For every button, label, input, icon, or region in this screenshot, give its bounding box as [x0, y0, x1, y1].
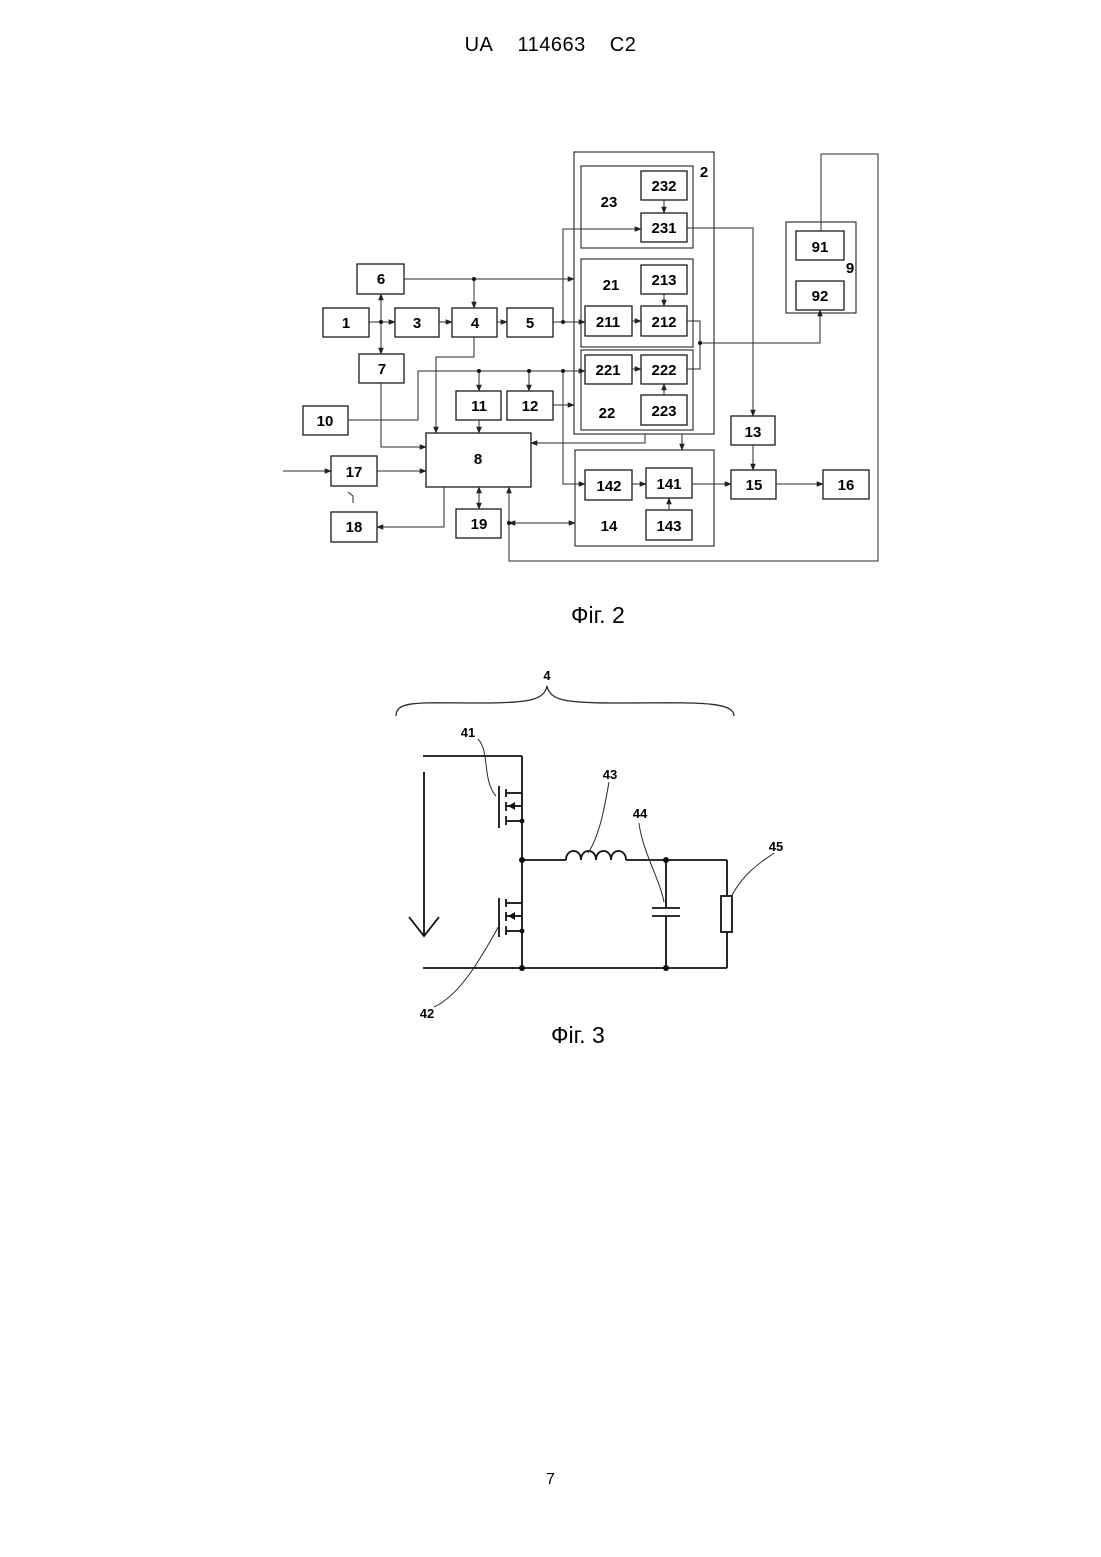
page-number: 7: [0, 1471, 1101, 1489]
resistor-45: [721, 860, 732, 968]
label-45: 45: [769, 839, 783, 854]
label-4: 4: [543, 668, 551, 683]
inductor-43: [566, 851, 626, 860]
brace-4: [396, 686, 734, 716]
label-42: 42: [420, 1006, 434, 1021]
circuit-rails: [423, 756, 727, 968]
figure-3-caption: Фіг. 3: [551, 1022, 605, 1049]
transistor-41: [499, 786, 525, 828]
label-43: 43: [603, 767, 617, 782]
label-44: 44: [633, 806, 648, 821]
transistor-42: [499, 898, 525, 937]
circuit-labels: 41 43 44 45 42: [420, 725, 783, 1021]
circuit-junctions: [519, 857, 669, 971]
label-41: 41: [461, 725, 475, 740]
input-voltage-arrow: [409, 772, 439, 936]
